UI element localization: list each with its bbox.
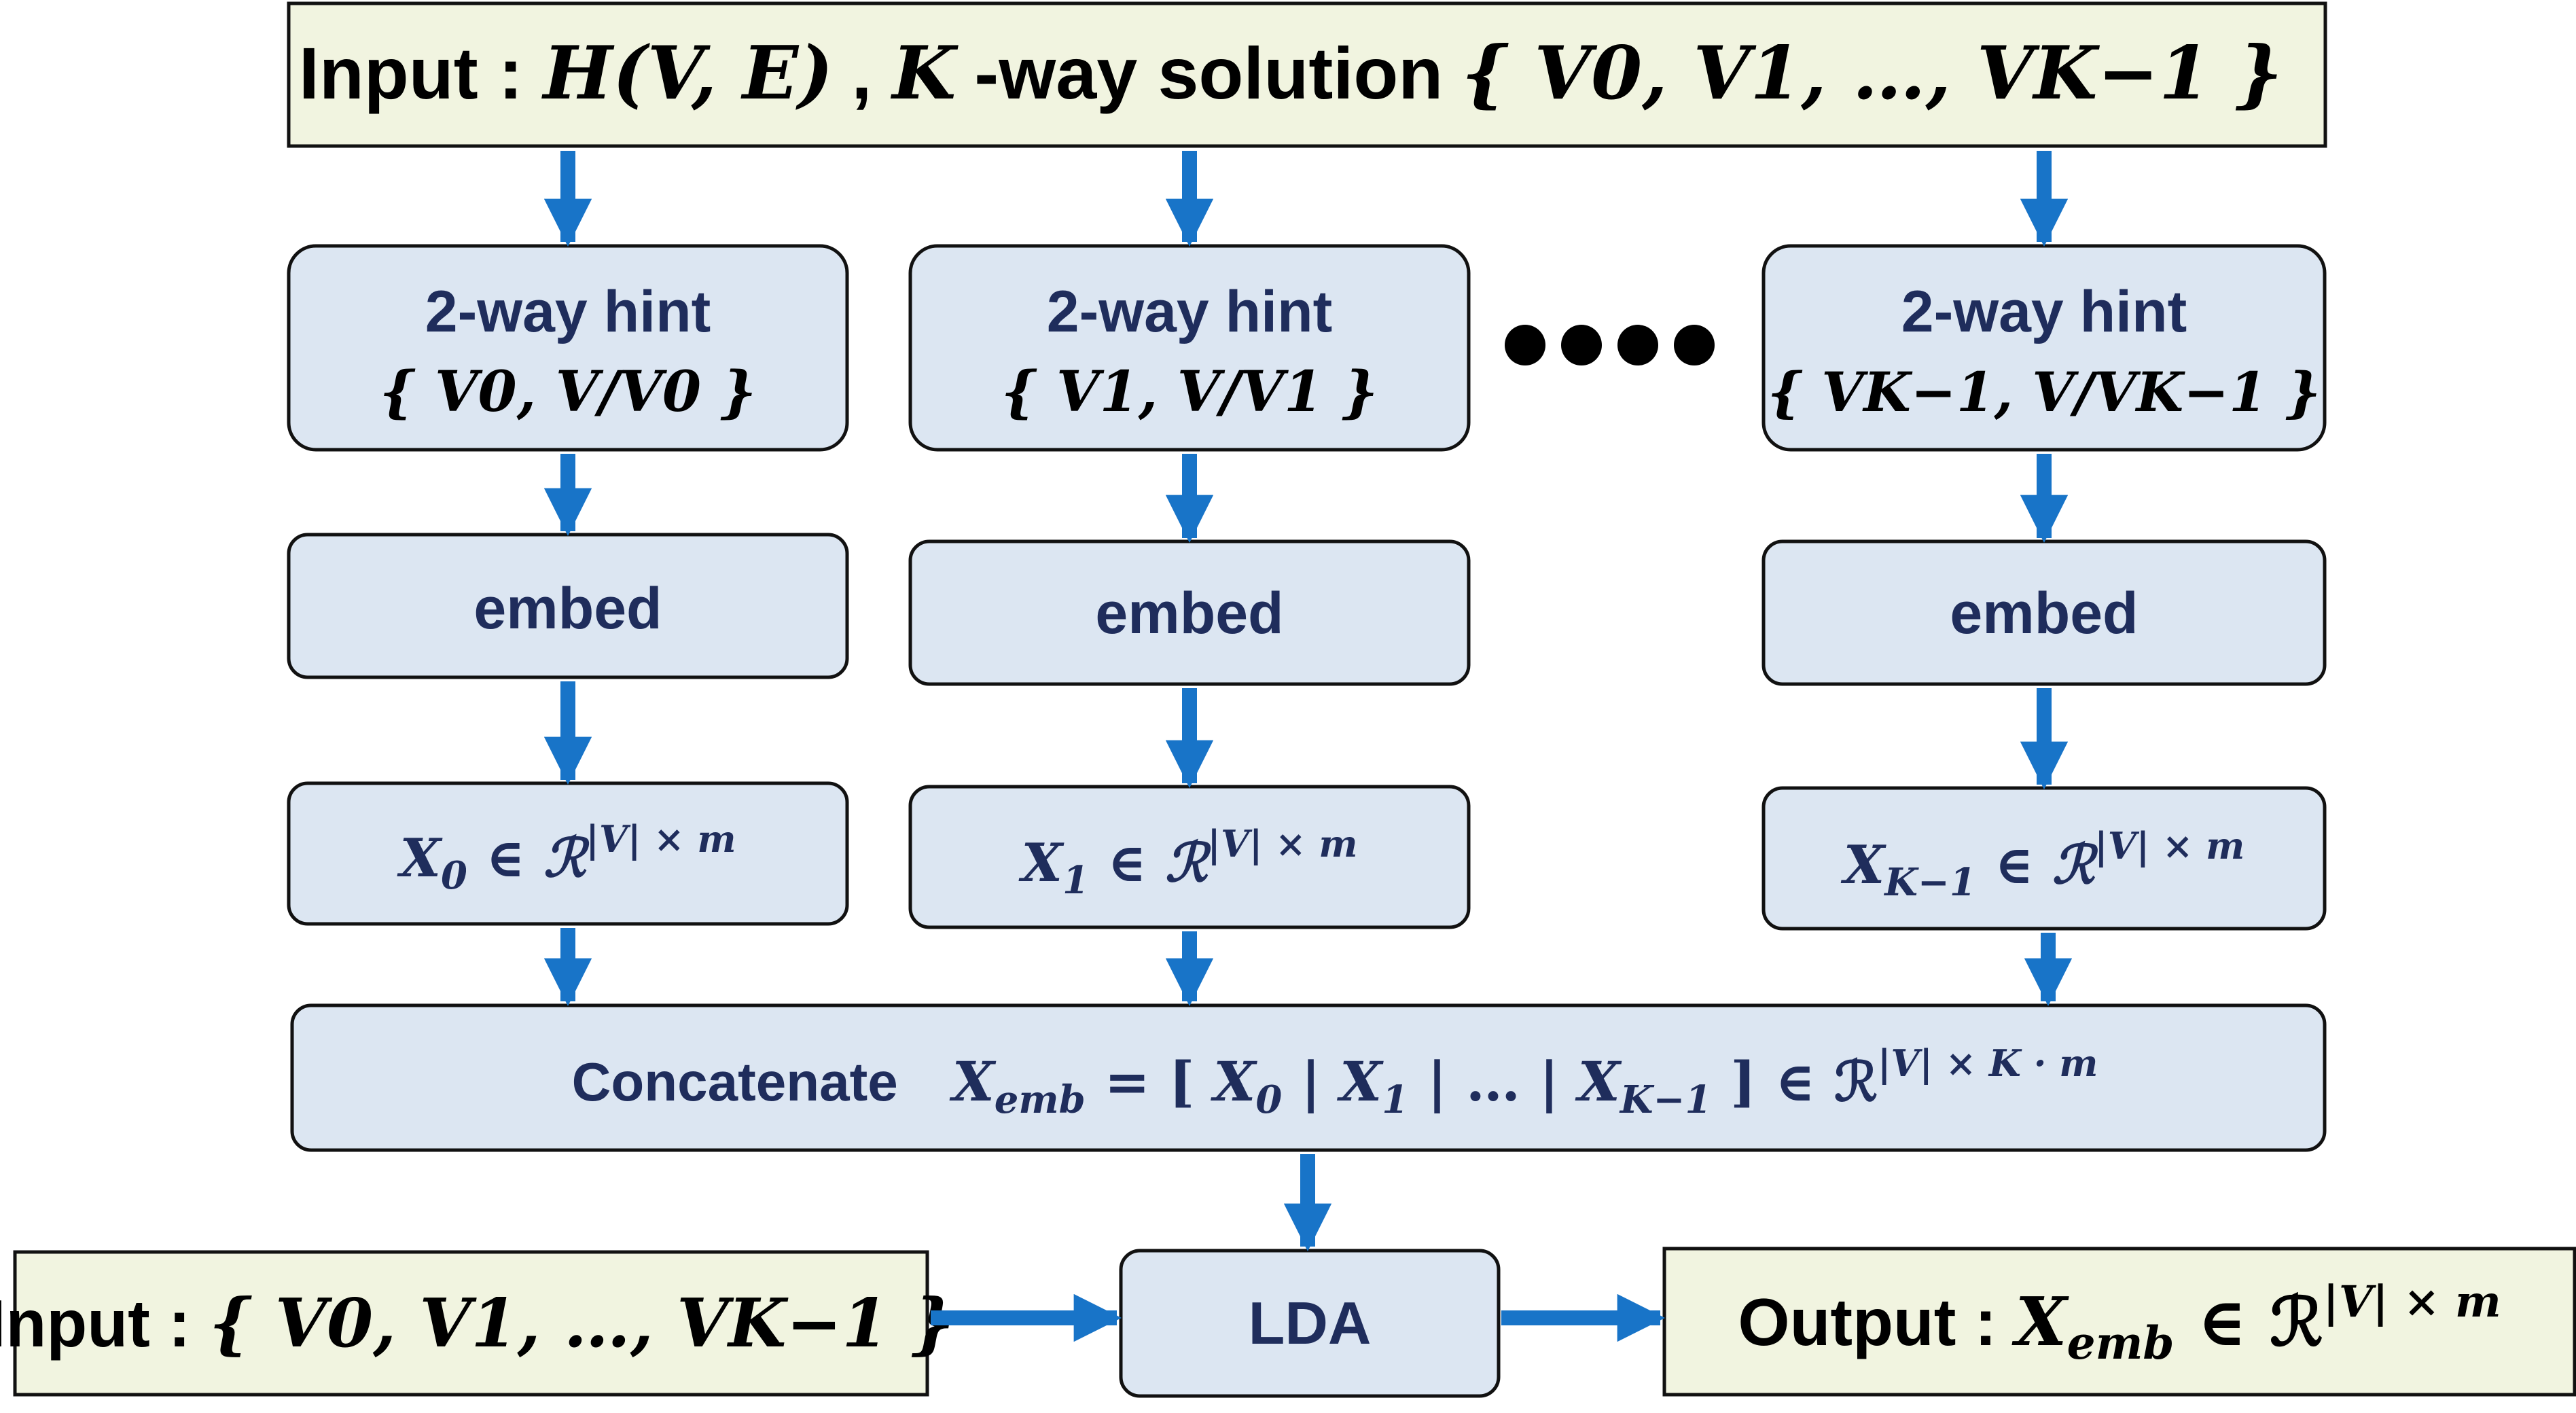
output-label: Output :: [1738, 1285, 2015, 1359]
concat-rhs-close: ] ∈ ℛ: [1711, 1050, 1877, 1113]
concat-lhs-name: X: [949, 1050, 997, 1113]
four-dots-icon: [1505, 325, 1715, 365]
concat-mid: | … |: [1408, 1050, 1578, 1114]
embedding-name-0: X: [397, 827, 444, 889]
embedding-box-0: X0 ∈ ℛ|V| × m: [287, 781, 849, 926]
concatenate-label: Concatenate: [572, 1052, 898, 1112]
embedding-sub-k-minus-1: K−1: [1883, 860, 1976, 905]
output-rel: ∈ ℛ: [2175, 1283, 2323, 1361]
embedding-rel-1: ∈ ℛ: [1089, 832, 1212, 894]
concat-x0: X: [1210, 1050, 1257, 1113]
embed-box-0: embed: [287, 533, 849, 679]
bottom-input-label: Input :: [0, 1286, 209, 1361]
top-input-solution-set: { V0, V1, …, VK−1 }: [1461, 31, 2283, 116]
embed-box-k-minus-1: embed: [1761, 539, 2327, 686]
embedding-name-1: X: [1018, 832, 1065, 894]
embedding-box-k-minus-1: XK−1 ∈ ℛ|V| × m: [1761, 786, 2327, 931]
embedding-sup-0: |V| × m: [586, 817, 736, 861]
embedding-box-1: X1 ∈ ℛ|V| × m: [908, 785, 1471, 929]
concat-sup: |V| × K · m: [1878, 1041, 2098, 1086]
svg-text:Concatenate Xemb = [ X0: Concatenate Xemb = [ X0 | X1 | … | XK−1 …: [572, 1041, 2098, 1122]
svg-text:Input : H(V, E) ,: Input : H(V, E) , K -way solution { V0, …: [299, 31, 2283, 116]
embedding-rel-k-minus-1: ∈ ℛ: [1976, 834, 2099, 896]
hint-label-k-minus-1: 2-way hint: [1901, 279, 2187, 344]
output-x-sub: emb: [2067, 1317, 2175, 1370]
hint-box-k-minus-1: 2-way hint { VK−1, V/VK−1 }: [1761, 244, 2327, 452]
embed-label-1: embed: [1095, 581, 1283, 646]
embedding-sup-1: |V| × m: [1207, 822, 1357, 866]
hint-set-1: { V1, V/V1 }: [1001, 359, 1378, 425]
bottom-input-box: Input : { V0, V1, …, VK−1 }: [0, 1250, 954, 1397]
embed-label-0: embed: [473, 576, 662, 641]
output-sup: |V| × m: [2323, 1276, 2501, 1327]
hint-box-1: 2-way hint { V1, V/V1 }: [908, 244, 1471, 452]
flow-arrows: [543, 151, 2073, 1342]
svg-text:Input : { V0, V1, …, VK−1 }: Input : { V0, V1, …, VK−1 }: [0, 1285, 954, 1363]
hint-set-0: { V0, V/V0 }: [380, 359, 757, 425]
bottom-input-set: { V0, V1, …, VK−1 }: [209, 1285, 954, 1363]
embedding-sub-1: 1: [1062, 858, 1089, 903]
svg-text:XK−1 ∈ ℛ|V| × m: XK−1 ∈ ℛ|V| × m: [1840, 824, 2245, 905]
concat-bar-1: |: [1282, 1050, 1340, 1114]
hint-label-1: 2-way hint: [1047, 279, 1333, 344]
svg-text:X1 ∈ ℛ|V| × m: X1 ∈ ℛ|V| × m: [1018, 822, 1358, 903]
embed-box-1: embed: [908, 539, 1471, 686]
output-box: Output : Xemb ∈ ℛ|V| × m: [1662, 1247, 2576, 1397]
embedding-sub-0: 0: [441, 853, 467, 898]
svg-text:Output : Xemb ∈ ℛ|V| × m: Output : Xemb ∈ ℛ|V| × m: [1738, 1276, 2501, 1370]
concatenate-box: Concatenate Xemb = [ X0 | X1 | … | XK−1 …: [290, 1003, 2327, 1152]
hint-label-0: 2-way hint: [425, 279, 711, 344]
top-input-separator: ,: [851, 32, 892, 114]
concat-xk-sub: K−1: [1619, 1077, 1712, 1122]
top-input-label: Input :: [299, 32, 543, 114]
concat-xk: X: [1575, 1050, 1622, 1113]
concat-rhs-open: = [: [1086, 1050, 1213, 1113]
embedding-rel-0: ∈ ℛ: [467, 827, 590, 889]
svg-text:X0 ∈ ℛ|V| × m: X0 ∈ ℛ|V| × m: [397, 817, 736, 898]
lda-label: LDA: [1249, 1289, 1372, 1357]
concat-x1-sub: 1: [1382, 1077, 1408, 1122]
concat-x0-sub: 0: [1255, 1077, 1282, 1122]
embedding-name-k-minus-1: X: [1840, 834, 1887, 896]
lda-box: LDA: [1119, 1249, 1501, 1398]
concat-lhs-sub: emb: [995, 1077, 1086, 1122]
hint-set-k-minus-1: { VK−1, V/VK−1 }: [1768, 360, 2321, 424]
top-input-graph: H(V, E): [541, 31, 834, 116]
concat-x1: X: [1336, 1050, 1384, 1113]
embed-label-k-minus-1: embed: [1950, 581, 2138, 646]
top-input-k: K: [890, 31, 959, 116]
hint-box-0: 2-way hint { V0, V/V0 }: [287, 244, 849, 452]
embedding-sup-k-minus-1: |V| × m: [2094, 824, 2244, 868]
top-input-box: Input : H(V, E) , K -way solution { V0, …: [287, 1, 2327, 148]
top-input-solution-label: -way solution: [974, 32, 1443, 114]
output-x-name: X: [2011, 1283, 2070, 1361]
